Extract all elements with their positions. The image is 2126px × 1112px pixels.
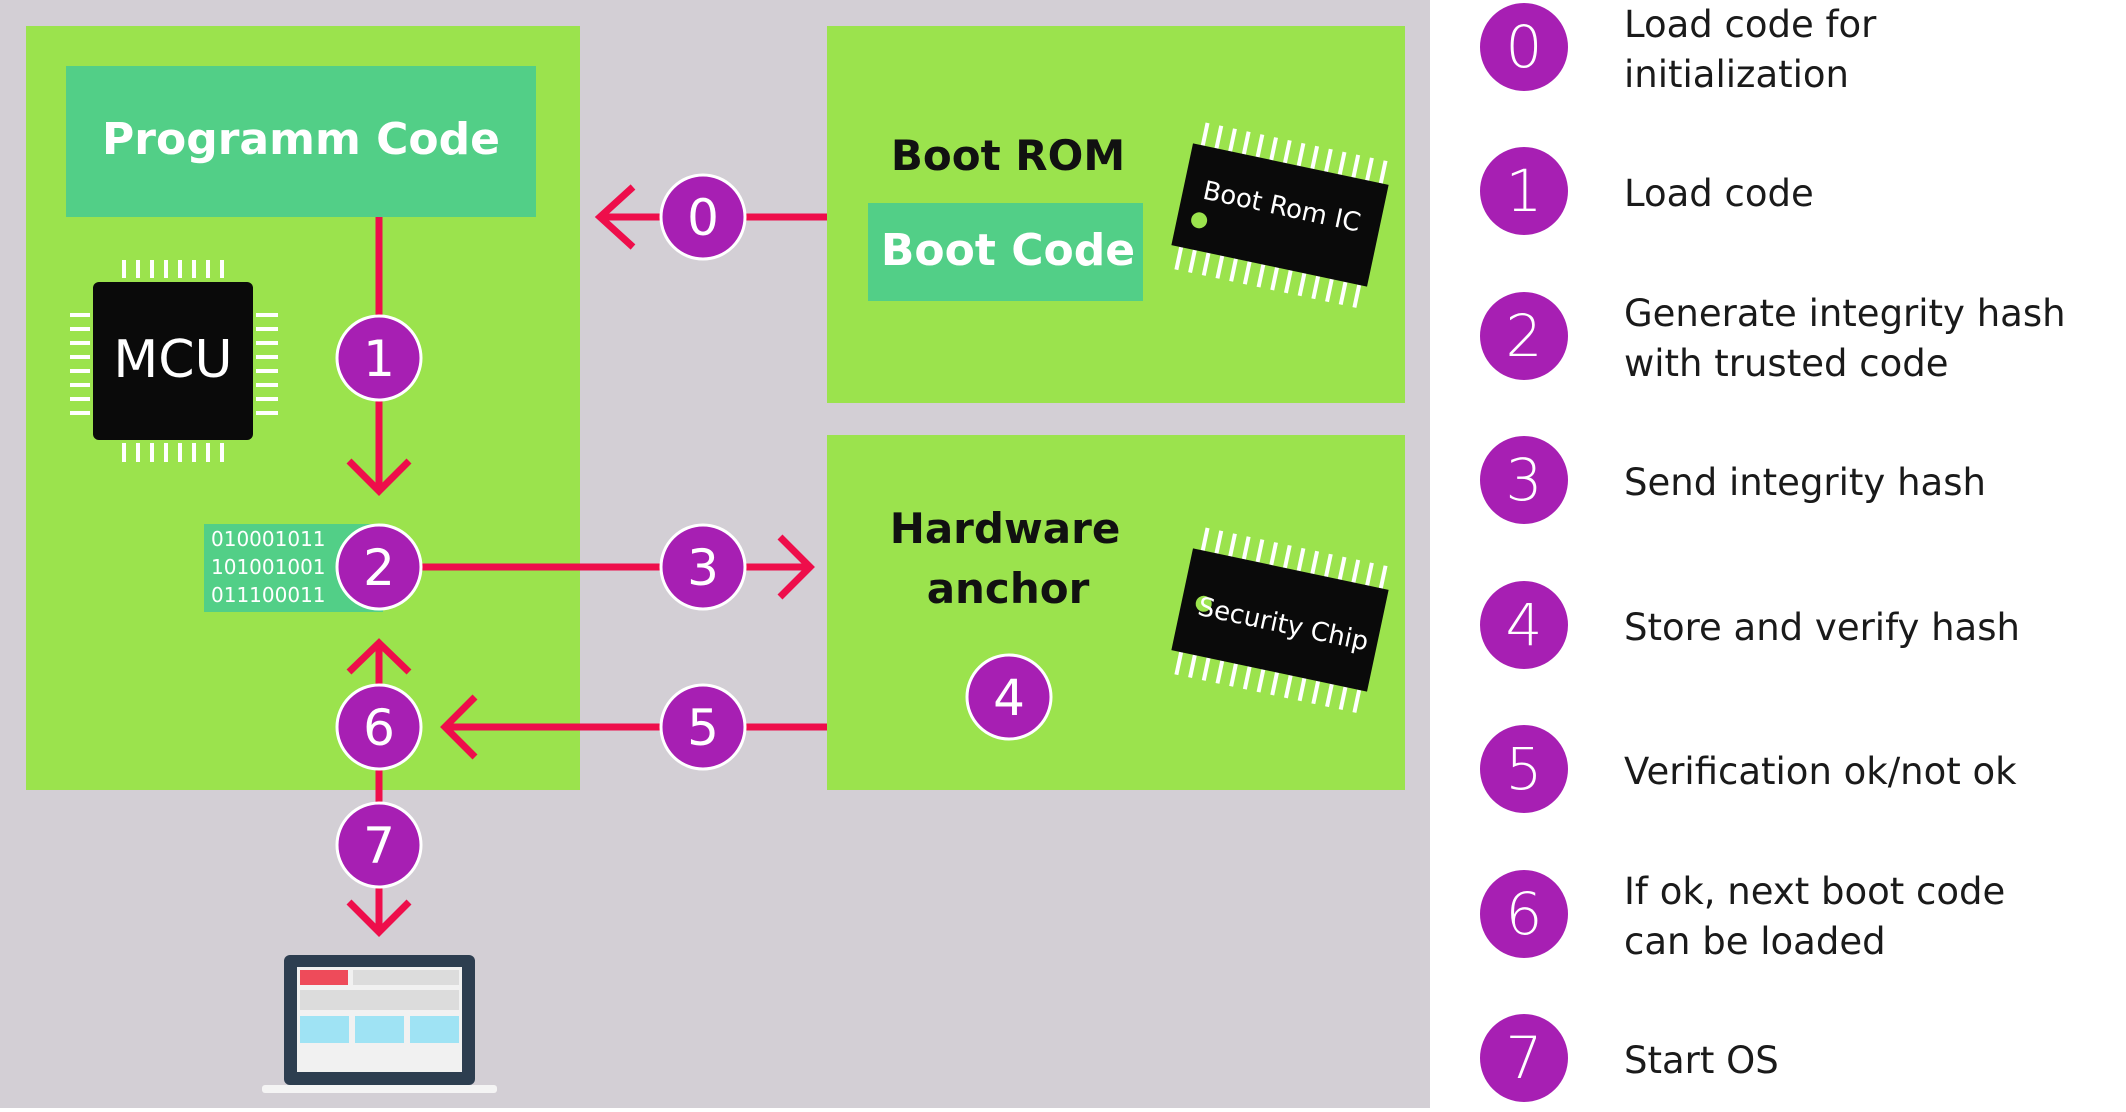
step-6-marker: 6 — [335, 683, 423, 771]
legend-text-7: Start OS — [1624, 1039, 1779, 1083]
step-2-marker: 2 — [335, 523, 423, 611]
program-code-block — [66, 66, 536, 217]
step-6-label: 6 — [363, 699, 395, 757]
legend-item-3: 3 Send integrity hash — [1477, 433, 2117, 533]
legend-text-3: Send integrity hash — [1624, 461, 1986, 505]
step-5-label: 5 — [687, 699, 719, 757]
step-3-label: 3 — [687, 539, 719, 597]
hardware-anchor-title-line1: Hardware — [890, 504, 1121, 553]
legend-text-1: Load code — [1624, 172, 1814, 216]
legend-text-0: Load code for initialization — [1624, 3, 1877, 96]
step-4-label: 4 — [993, 669, 1025, 727]
legend-item-7: 7 Start OS — [1477, 1011, 2117, 1111]
laptop-icon — [262, 955, 497, 1093]
arrowhead-step-0 — [594, 184, 636, 250]
legend-number-2: 2 — [1477, 289, 1571, 383]
binary-line-1: 010001011 — [211, 527, 326, 551]
arrowhead-step-7 — [346, 899, 412, 937]
arrowhead-step-3 — [777, 534, 815, 600]
legend-text-2: Generate integrity hash with trusted cod… — [1624, 292, 2066, 385]
arrowhead-step-6 — [346, 638, 412, 675]
step-1-label: 1 — [363, 330, 395, 388]
legend-text-6: If ok, next boot code can be loaded — [1624, 870, 2006, 963]
binary-line-2: 101001001 — [211, 555, 326, 579]
program-code-label: Programm Code — [102, 114, 500, 165]
legend-number-6: 6 — [1477, 867, 1571, 961]
step-7-marker: 7 — [335, 801, 423, 889]
step-0-label: 0 — [687, 189, 719, 247]
legend-item-1: 1 Load code — [1477, 144, 2117, 244]
legend-number-3: 3 — [1477, 433, 1571, 527]
legend-item-5: 5 Verification ok/not ok — [1477, 722, 2117, 822]
step-1-marker: 1 — [335, 314, 423, 402]
legend-item-4: 4 Store and verify hash — [1477, 578, 2117, 678]
step-5-marker: 5 — [659, 683, 747, 771]
legend-number-7: 7 — [1477, 1011, 1571, 1105]
step-4-marker: 4 — [965, 653, 1053, 741]
boot-code-label: Boot Code — [881, 225, 1135, 276]
legend-text-4: Store and verify hash — [1624, 606, 2020, 650]
binary-line-3: 011100011 — [211, 583, 326, 607]
step-2-label: 2 — [363, 539, 395, 597]
legend-number-5: 5 — [1477, 722, 1571, 816]
security-chip-icon: Security Chip — [1171, 527, 1389, 713]
hardware-anchor-title-line2: anchor — [927, 564, 1090, 613]
boot-rom-title: Boot ROM — [891, 131, 1125, 180]
legend-item-2: 2 Generate integrity hash with trusted c… — [1477, 289, 2117, 389]
legend-item-0: 0 Load code for initialization — [1477, 0, 2117, 100]
step-0-marker: 0 — [659, 173, 747, 261]
step-7-label: 7 — [363, 817, 395, 875]
arrowhead-step-5 — [440, 694, 478, 760]
legend-item-6: 6 If ok, next boot code can be loaded — [1477, 867, 2117, 967]
mcu-label: MCU — [113, 330, 232, 390]
arrowhead-step-1 — [346, 458, 412, 496]
mcu-chip-icon — [70, 260, 278, 462]
boot-rom-ic-icon: Boot Rom IC — [1171, 122, 1389, 308]
legend-number-1: 1 — [1477, 144, 1571, 238]
boot-code-block — [868, 203, 1143, 301]
legend-number-4: 4 — [1477, 578, 1571, 672]
legend-number-0: 0 — [1477, 0, 1571, 94]
step-3-marker: 3 — [659, 523, 747, 611]
legend-text-5: Verification ok/not ok — [1624, 750, 2017, 794]
